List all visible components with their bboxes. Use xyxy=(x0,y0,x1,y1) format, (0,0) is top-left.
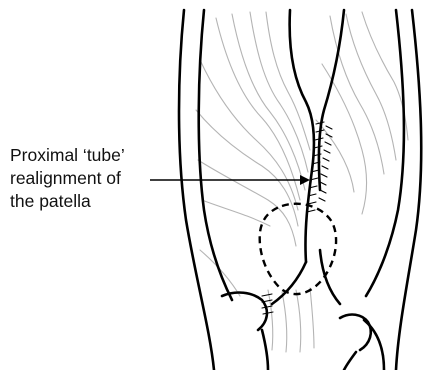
patella-outline xyxy=(260,204,336,294)
annotation-line-1: Proximal ‘tube’ xyxy=(10,144,125,167)
annotation-label: Proximal ‘tube’ realignment of the patel… xyxy=(10,144,125,213)
suture-marks xyxy=(262,122,332,314)
annotation-line-3: the patella xyxy=(10,190,125,213)
annotation-line-2: realignment of xyxy=(10,167,125,190)
